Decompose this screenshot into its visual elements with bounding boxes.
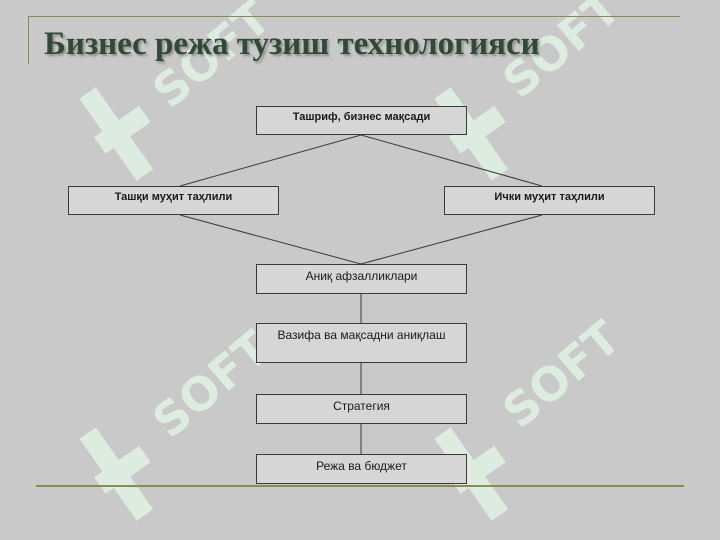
frame-top-rule: [28, 16, 680, 17]
watermark-logo-icon: [434, 427, 509, 521]
watermark-logo-icon: [79, 427, 154, 521]
slide-title: Бизнес режа тузиш технологияси: [44, 26, 540, 62]
node-external-analysis: Ташқи муҳит таҳлили: [68, 186, 279, 215]
node-goals: Вазифа ва мақсадни аниқлаш: [256, 323, 467, 363]
edge-mission-external: [179, 134, 362, 187]
node-internal-analysis: Ички муҳит таҳлили: [444, 186, 655, 215]
edge-external-advantages: [179, 214, 362, 265]
edge-internal-advantages: [360, 214, 543, 265]
frame-bottom-rule: [36, 485, 684, 487]
frame-left-rule: [28, 16, 29, 64]
node-budget: Режа ва бюджет: [256, 454, 467, 484]
node-advantages: Аниқ афзалликлари: [256, 264, 467, 294]
node-strategy: Стратегия: [256, 394, 467, 424]
watermark-logo-icon: [79, 87, 154, 181]
node-mission: Ташриф, бизнес мақсади: [256, 106, 467, 135]
edge-mission-internal: [360, 134, 543, 187]
